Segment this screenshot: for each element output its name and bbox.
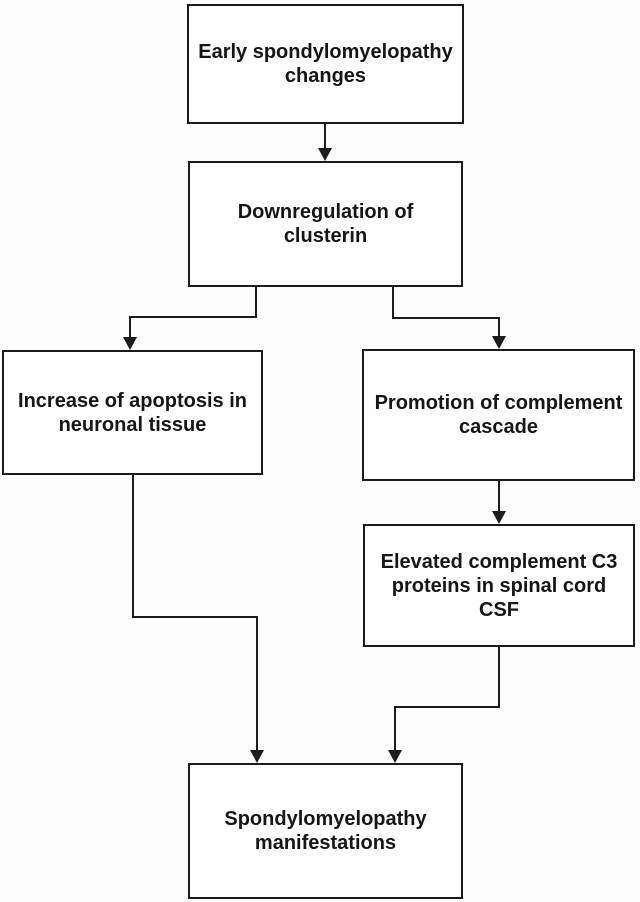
edge-downregulation-to-apoptosis-line — [129, 316, 131, 338]
arrowhead-down-icon — [318, 148, 332, 161]
node-early-changes-label: Early spondylomyelopathy changes — [198, 41, 453, 87]
edge-downregulation-to-promotion-line — [392, 287, 394, 319]
edge-downregulation-to-apoptosis-line — [255, 287, 257, 318]
node-manifestations: Spondylomyelopathy manifestations — [188, 763, 463, 899]
node-elevated-c3-label: Elevated complement C3 proteins in spina… — [380, 550, 618, 621]
node-apoptosis-increase: Increase of apoptosis in neuronal tissue — [2, 350, 263, 475]
node-complement-promotion-label: Promotion of complement cascade — [374, 392, 623, 438]
edge-apoptosis-to-manifestations-line — [132, 616, 258, 618]
arrowhead-down-icon — [492, 336, 506, 349]
edge-downregulation-to-promotion-line — [392, 317, 500, 319]
edge-downregulation-to-apoptosis-line — [129, 316, 257, 318]
arrowhead-down-icon — [388, 750, 402, 763]
arrowhead-down-icon — [250, 750, 264, 763]
edge-downregulation-to-promotion-line — [498, 317, 500, 337]
edge-elevated-to-manifestations-line — [394, 706, 396, 751]
node-apoptosis-increase-label: Increase of apoptosis in neuronal tissue — [18, 389, 247, 436]
node-manifestations-label: Spondylomyelopathy manifestations — [224, 808, 427, 854]
edge-apoptosis-to-manifestations-line — [256, 616, 258, 751]
edge-apoptosis-to-manifestations-line — [132, 475, 134, 618]
edge-elevated-to-manifestations-line — [498, 647, 500, 708]
node-downregulation-clusterin-label: Downregulation of clusterin — [237, 201, 414, 247]
node-elevated-c3: Elevated complement C3 proteins in spina… — [363, 524, 635, 647]
arrowhead-down-icon — [492, 511, 506, 524]
node-complement-promotion: Promotion of complement cascade — [362, 349, 635, 481]
node-early-changes: Early spondylomyelopathy changes — [187, 4, 464, 124]
edge-early-to-downregulation-line — [324, 124, 326, 150]
edge-elevated-to-manifestations-line — [394, 706, 500, 708]
edge-promotion-to-elevated-line — [498, 481, 500, 512]
node-downregulation-clusterin: Downregulation of clusterin — [188, 161, 463, 287]
arrowhead-down-icon — [123, 337, 137, 350]
